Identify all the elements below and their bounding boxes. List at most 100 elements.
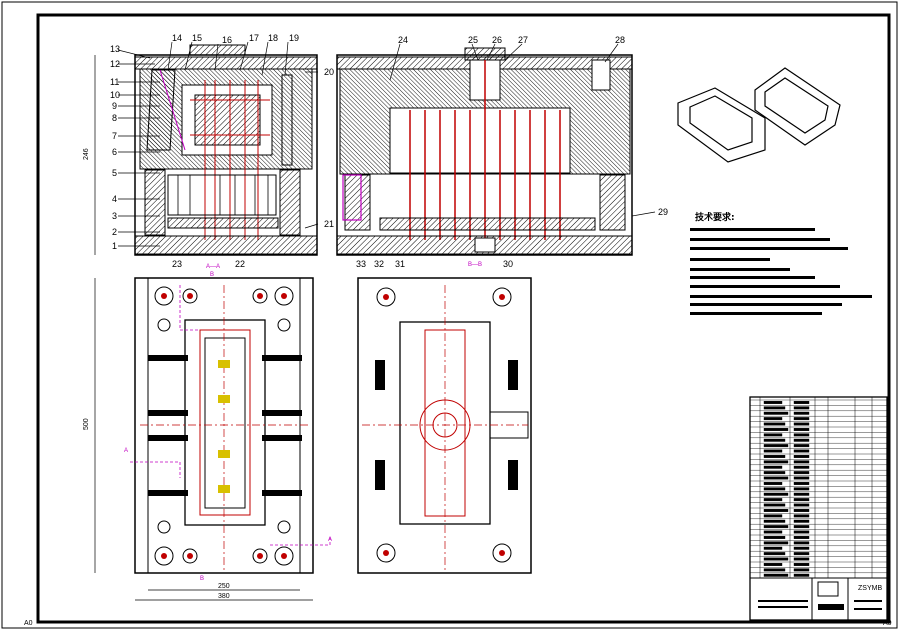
bom-row-fill bbox=[763, 465, 783, 469]
callout-18: 18 bbox=[268, 33, 278, 43]
callout-17: 17 bbox=[249, 33, 259, 43]
plan-view-left bbox=[130, 277, 331, 574]
bom-row-fill bbox=[763, 438, 786, 442]
callout-10: 10 bbox=[110, 90, 120, 100]
bom-row-fill bbox=[763, 417, 783, 421]
bom-row-fill bbox=[793, 541, 810, 545]
callout-15: 15 bbox=[192, 33, 202, 43]
callout-3: 3 bbox=[112, 211, 117, 221]
bom-row-fill bbox=[793, 428, 810, 431]
bom-row-fill bbox=[763, 573, 789, 577]
bom-row-fill bbox=[763, 449, 783, 453]
callout-27: 27 bbox=[518, 35, 528, 45]
section-label-aa: A—A bbox=[206, 264, 220, 270]
bom-row-fill bbox=[763, 471, 786, 475]
bom-row-fill bbox=[793, 460, 810, 464]
svg-text:380: 380 bbox=[218, 593, 230, 600]
bom-row-fill bbox=[793, 514, 810, 518]
dimension-height-side: 246 bbox=[83, 55, 96, 255]
bom-row-fill bbox=[763, 509, 789, 512]
side-section-view-left bbox=[134, 44, 318, 256]
callout-20: 20 bbox=[324, 67, 334, 77]
bom-row-fill bbox=[793, 519, 810, 523]
bom-row-fill bbox=[763, 536, 786, 539]
callout-1: 1 bbox=[112, 241, 117, 251]
bom-row-fill bbox=[763, 563, 783, 566]
section-label-a-right: A bbox=[328, 537, 332, 543]
callout-8: 8 bbox=[112, 113, 117, 123]
tech-req-title: 技术要求: bbox=[695, 211, 735, 223]
callout-25: 25 bbox=[468, 35, 478, 45]
bom-row-fill bbox=[793, 552, 810, 556]
bom-row-fill bbox=[793, 482, 810, 485]
bom-row-fill bbox=[763, 557, 789, 561]
title-block: ZSYMB bbox=[749, 396, 888, 621]
bom-row-fill bbox=[793, 449, 810, 453]
callout-19: 19 bbox=[289, 33, 299, 43]
bom-row-fill bbox=[763, 401, 783, 404]
bom-row-fill bbox=[763, 455, 786, 458]
bom-row-fill bbox=[763, 568, 786, 572]
svg-text:500: 500 bbox=[83, 418, 90, 430]
bom-row-fill bbox=[763, 433, 783, 437]
product-isometric-sketch bbox=[677, 67, 841, 163]
callout-12: 12 bbox=[110, 59, 120, 69]
bom-row-fill bbox=[763, 406, 786, 410]
corner-label-right: A0 bbox=[883, 620, 892, 627]
callout-22: 22 bbox=[235, 259, 245, 269]
section-label-bb-top: B—B bbox=[468, 262, 482, 268]
part-callouts-left: 1 2 3 4 5 6 7 8 9 10 11 12 13 14 15 16 1… bbox=[110, 33, 334, 269]
bom-row-fill bbox=[793, 557, 810, 561]
bom-row-fill bbox=[793, 568, 810, 572]
bom-row-fill bbox=[763, 428, 789, 431]
bom-row-fill bbox=[763, 460, 789, 464]
bom-row-fill bbox=[793, 465, 810, 469]
callout-14: 14 bbox=[172, 33, 182, 43]
callout-28: 28 bbox=[615, 35, 625, 45]
bom-row-fill bbox=[793, 471, 810, 475]
bom-row-fill bbox=[763, 422, 786, 426]
callout-7: 7 bbox=[112, 131, 117, 141]
bom-row-fill bbox=[793, 411, 810, 415]
section-label-a-left: A bbox=[124, 448, 128, 454]
title-block-code: ZSYMB bbox=[858, 585, 882, 592]
side-section-view-right bbox=[336, 47, 633, 256]
bom-row-fill bbox=[793, 433, 810, 437]
bom-row-fill bbox=[763, 492, 789, 496]
bom-row-fill bbox=[763, 411, 789, 415]
callout-29: 29 bbox=[658, 207, 668, 217]
bom-row-fill bbox=[793, 487, 810, 491]
callout-11: 11 bbox=[110, 77, 119, 87]
svg-text:250: 250 bbox=[218, 583, 230, 590]
bom-row-fill bbox=[793, 563, 810, 566]
bom-row-fill bbox=[763, 482, 783, 485]
bom-row-fill bbox=[793, 546, 810, 550]
callout-13: 13 bbox=[110, 44, 120, 54]
bom-row-fill bbox=[793, 417, 810, 421]
bom-row-fill bbox=[793, 530, 810, 534]
bom-row-fill bbox=[793, 525, 810, 529]
bom-row-fill bbox=[793, 509, 810, 512]
bom-row-fill bbox=[763, 487, 786, 491]
technical-requirements: 技术要求: bbox=[690, 211, 872, 315]
section-label-b-bottom: B bbox=[200, 576, 204, 582]
bom-row-fill bbox=[793, 492, 810, 496]
callout-21: 21 bbox=[324, 219, 334, 229]
bom-row-fill bbox=[763, 546, 783, 550]
bom-row-fill bbox=[763, 530, 783, 534]
svg-text:246: 246 bbox=[83, 148, 90, 160]
bom-row-fill bbox=[763, 525, 789, 529]
dimension-height-plan: 500 bbox=[83, 278, 96, 573]
bom-row-fill bbox=[793, 444, 810, 448]
part-callouts-right: 24 25 26 27 28 29 30 31 32 33 B—B bbox=[356, 35, 668, 269]
plan-view-right bbox=[357, 277, 532, 574]
bom-row-fill bbox=[763, 552, 786, 556]
bom-row-fill bbox=[763, 541, 789, 545]
bom-row-fill bbox=[793, 401, 810, 404]
bom-row-fill bbox=[793, 438, 810, 442]
bom-row-fill bbox=[793, 536, 810, 539]
bom-row-fill bbox=[763, 476, 789, 480]
callout-4: 4 bbox=[112, 194, 117, 204]
